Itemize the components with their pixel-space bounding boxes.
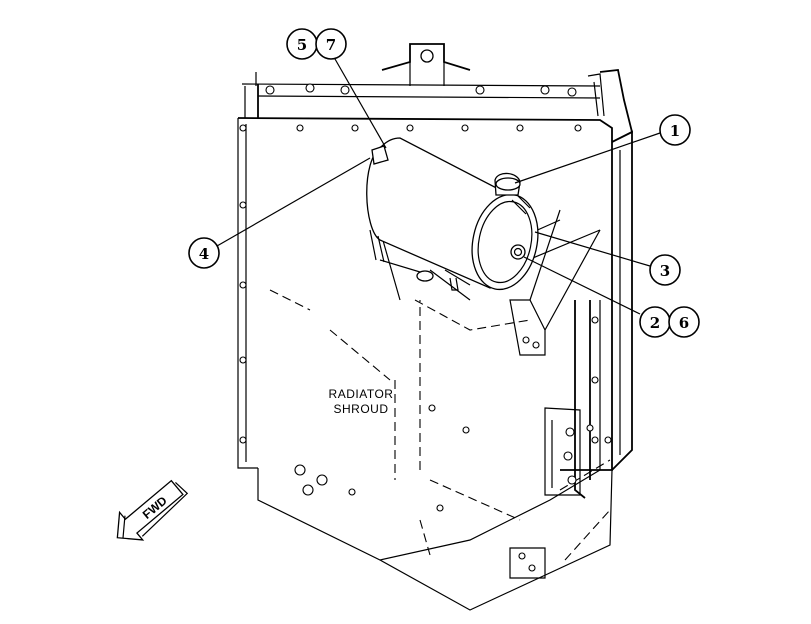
callout-6: 6 [668,306,700,338]
callout-4-text: 4 [199,245,209,263]
callout-5: 5 [286,28,318,60]
callout-4: 4 [188,237,220,269]
shroud-label-line1: RADIATOR [329,387,394,401]
callout-2: 2 [639,306,671,338]
radiator-shroud-outline [237,43,634,611]
callout-5-text: 5 [297,36,307,54]
callout-1: 1 [659,114,691,146]
shroud-bolts [239,83,612,512]
radiator-shroud-label: RADIATOR SHROUD [329,387,394,416]
fwd-arrow: FWD [116,479,189,541]
callout-7-text: 7 [326,36,336,54]
callout-1-text: 1 [670,122,680,140]
coolant-tank [366,137,539,291]
shroud-label-line2: SHROUD [333,402,388,416]
callout-7: 7 [315,28,347,60]
leader-lines [216,51,661,315]
callout-6-text: 6 [679,314,689,332]
callout-3: 3 [649,254,681,286]
callout-3-text: 3 [660,262,670,280]
callout-2-text: 2 [650,314,660,332]
